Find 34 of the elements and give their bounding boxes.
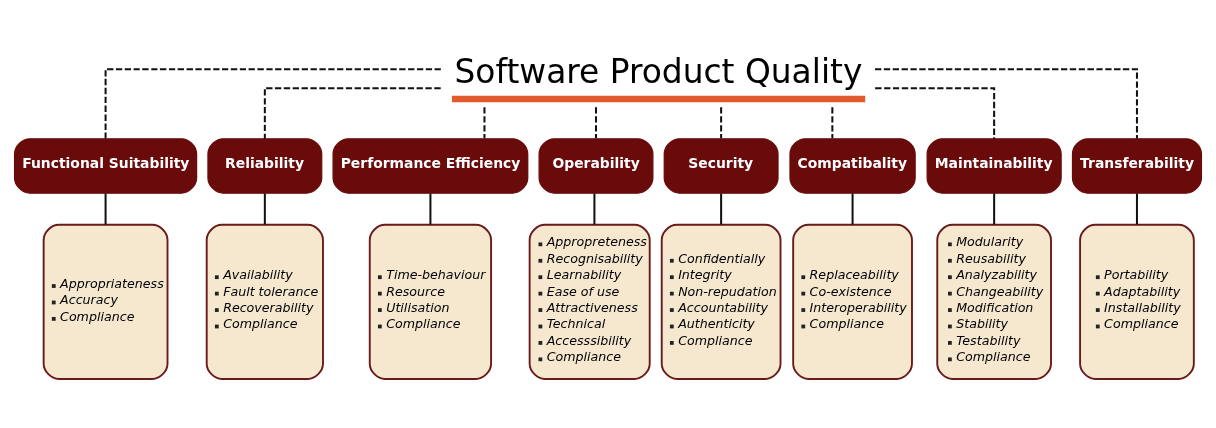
node-box: Functional Suitability bbox=[13, 138, 198, 194]
node-box: Reliability bbox=[207, 138, 323, 194]
connector bbox=[993, 193, 996, 225]
connector bbox=[104, 68, 441, 139]
connector bbox=[483, 107, 486, 139]
node-box bbox=[451, 95, 866, 103]
connector bbox=[1135, 193, 1138, 225]
node-box: Security bbox=[663, 138, 779, 194]
node-box: Compatibality bbox=[789, 138, 916, 194]
node-box: Performance Efficiency bbox=[332, 138, 529, 194]
connector bbox=[720, 107, 723, 139]
connector bbox=[875, 68, 1138, 139]
node-box: Modularity Reusability Analyzability Changeability Modification Stability Testability Compliance bbox=[936, 223, 1052, 380]
connector bbox=[263, 193, 266, 225]
connector bbox=[831, 107, 834, 139]
connector bbox=[104, 193, 107, 225]
connector bbox=[720, 193, 723, 225]
node-box: Replaceability Co-existence Interoperability Compliance bbox=[792, 223, 913, 380]
node-box: Time-behaviour Resource Utilisation Compliance bbox=[368, 223, 493, 380]
node-box: Availability Fault tolerance Recoverability Compliance bbox=[205, 223, 324, 380]
node-box: Portability Adaptability Installability Compliance bbox=[1079, 223, 1195, 380]
node-box: Transferability bbox=[1071, 138, 1203, 194]
node-label: Software Product Quality bbox=[454, 51, 863, 91]
connector bbox=[595, 107, 597, 139]
node-box: Maintainability bbox=[926, 138, 1062, 194]
connector bbox=[875, 87, 996, 139]
node-box: Appropreteness Recognisability Learnability Ease of use Attractiveness Technical Accesssibility Compliance bbox=[528, 223, 651, 380]
connector bbox=[429, 193, 432, 225]
node-box: Operability bbox=[538, 138, 654, 194]
node-box: Confidentially Integrity Non-repudation Accountability Authenticity Compliance bbox=[660, 223, 782, 380]
connector bbox=[851, 193, 854, 225]
node-box: Appropriateness Accuracy Compliance bbox=[42, 223, 169, 380]
connector bbox=[593, 193, 596, 225]
connector bbox=[263, 87, 441, 139]
